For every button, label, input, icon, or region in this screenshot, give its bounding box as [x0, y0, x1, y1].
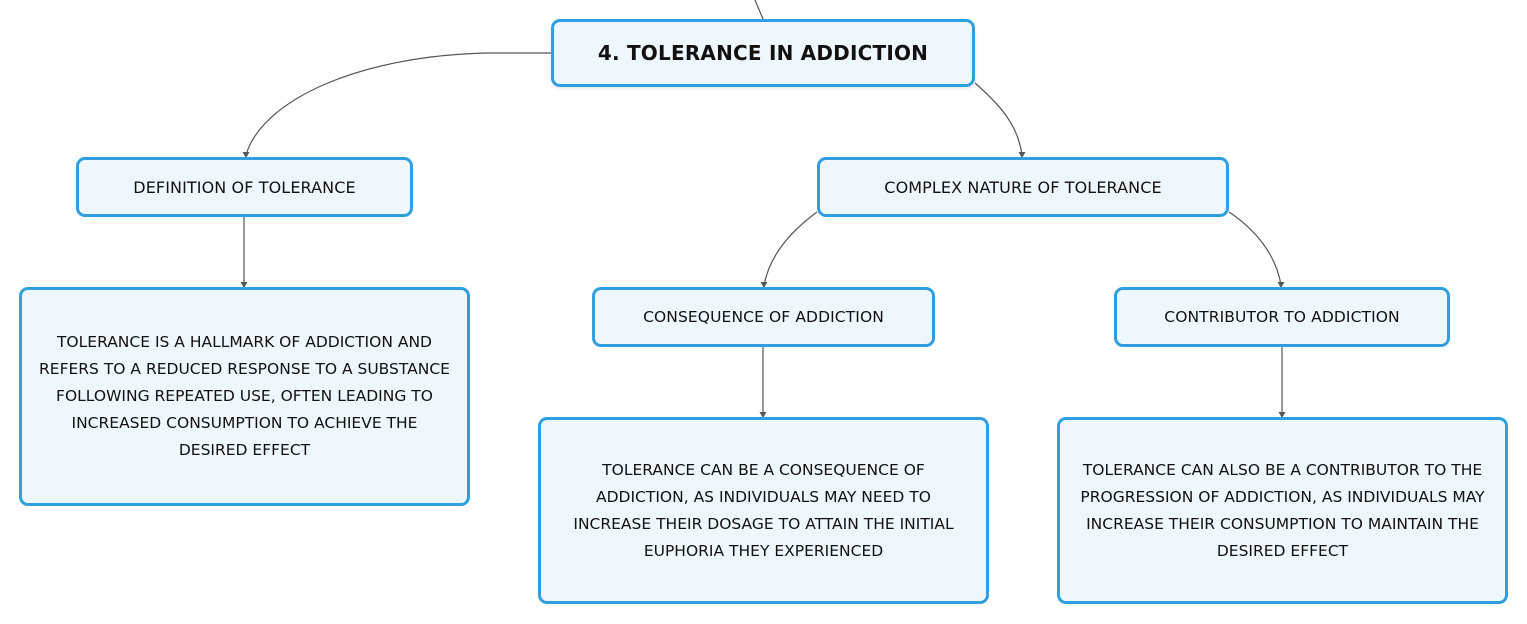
contributor-detail-text: TOLERANCE CAN ALSO BE A CONTRIBUTOR TO T… — [1080, 457, 1484, 565]
connector-root-to-complex — [974, 82, 1023, 156]
detail-line: INCREASE THEIR DOSAGE TO ATTAIN THE INIT… — [573, 514, 954, 533]
detail-line: TOLERANCE CAN BE A CONSEQUENCE OF — [602, 460, 925, 479]
contributor-node[interactable]: CONTRIBUTOR TO ADDICTION — [1114, 287, 1450, 347]
root-topic-label: 4. TOLERANCE IN ADDICTION — [597, 41, 929, 65]
detail-line: TOLERANCE CAN ALSO BE A CONTRIBUTOR TO T… — [1082, 460, 1483, 479]
connector-root-to-definition — [245, 52, 551, 156]
detail-line: DESIRED EFFECT — [178, 441, 311, 459]
arrowhead — [1018, 152, 1026, 158]
complex-nature-node[interactable]: COMPLEX NATURE OF TOLERANCE — [817, 157, 1229, 217]
definition-label: DEFINITION OF TOLERANCE — [133, 177, 356, 197]
detail-line: TOLERANCE IS A HALLMARK OF ADDICTION AND — [56, 333, 432, 351]
detail-line: INCREASED CONSUMPTION TO ACHIEVE THE — [71, 414, 418, 432]
arrowhead — [242, 152, 250, 158]
definition-detail-text: TOLERANCE IS A HALLMARK OF ADDICTION AND… — [39, 329, 450, 464]
detail-line: ADDICTION, AS INDIVIDUALS MAY NEED TO — [596, 487, 931, 506]
detail-line: FOLLOWING REPEATED USE, OFTEN LEADING TO — [56, 387, 433, 405]
consequence-detail-text: TOLERANCE CAN BE A CONSEQUENCE OF ADDICT… — [573, 457, 953, 565]
detail-line: REFERS TO A REDUCED RESPONSE TO A SUBSTA… — [39, 360, 450, 378]
root-topic-node[interactable]: 4. TOLERANCE IN ADDICTION — [551, 19, 975, 87]
arrowhead — [240, 282, 248, 288]
detail-line: INCREASE THEIR CONSUMPTION TO MAINTAIN T… — [1086, 514, 1479, 533]
detail-line: EUPHORIA THEY EXPERIENCED — [643, 541, 884, 560]
connector-complex-to-consequence — [763, 211, 818, 286]
consequence-detail-node[interactable]: TOLERANCE CAN BE A CONSEQUENCE OF ADDICT… — [538, 417, 989, 604]
consequence-label: CONSEQUENCE OF ADDICTION — [643, 308, 884, 326]
connector-parent-to-root — [754, 0, 764, 20]
detail-line: DESIRED EFFECT — [1216, 541, 1349, 560]
detail-line: PROGRESSION OF ADDICTION, AS INDIVIDUALS… — [1080, 487, 1485, 506]
complex-nature-label: COMPLEX NATURE OF TOLERANCE — [884, 177, 1162, 197]
arrowhead — [1278, 412, 1286, 418]
arrowhead — [760, 282, 768, 288]
definition-node[interactable]: DEFINITION OF TOLERANCE — [76, 157, 413, 217]
consequence-node[interactable]: CONSEQUENCE OF ADDICTION — [592, 287, 935, 347]
arrowhead — [759, 412, 767, 418]
definition-detail-node[interactable]: TOLERANCE IS A HALLMARK OF ADDICTION AND… — [19, 287, 470, 506]
contributor-detail-node[interactable]: TOLERANCE CAN ALSO BE A CONTRIBUTOR TO T… — [1057, 417, 1508, 604]
connector-complex-to-contributor — [1228, 211, 1282, 286]
contributor-label: CONTRIBUTOR TO ADDICTION — [1164, 308, 1400, 326]
arrowhead — [1277, 282, 1285, 288]
